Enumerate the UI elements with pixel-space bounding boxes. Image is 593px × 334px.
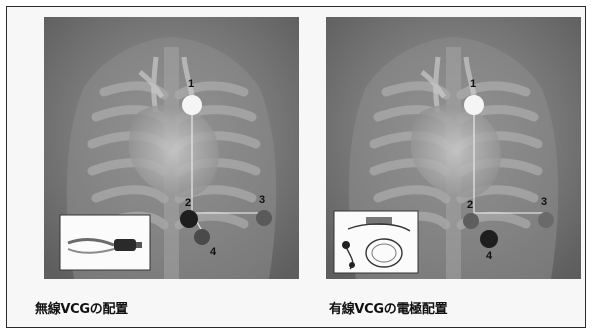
electrode-2 <box>180 210 198 228</box>
chest-xray-figure-right: 1 2 3 4 <box>326 17 581 279</box>
caption-wired-vcg: 有線VCGの電極配置 <box>329 298 447 317</box>
electrode-3 <box>538 212 554 228</box>
electrode-4 <box>480 230 498 248</box>
electrode-label-3: 3 <box>541 196 547 208</box>
electrode-label-2: 2 <box>467 199 473 211</box>
wired-vcg-device-image <box>334 211 418 273</box>
electrode-4 <box>194 229 210 245</box>
chest-xray-figure-left: 1 2 3 4 <box>44 17 299 279</box>
caption-wireless-vcg: 無線VCGの配置 <box>35 298 128 317</box>
wireless-vcg-illustration: 1 2 3 4 <box>44 17 299 279</box>
wired-vcg-illustration: 1 2 3 4 <box>326 17 581 279</box>
electrode-label-3: 3 <box>259 194 265 206</box>
electrode-1 <box>464 95 484 115</box>
wireless-vcg-device-image <box>60 215 150 270</box>
electrode-label-4: 4 <box>486 250 493 262</box>
electrode-label-2: 2 <box>185 197 191 209</box>
document-page: 1 2 3 4 <box>6 6 586 328</box>
electrode-1 <box>182 95 202 115</box>
electrode-label-1: 1 <box>470 78 476 90</box>
electrode-label-4: 4 <box>210 246 217 258</box>
electrode-label-1: 1 <box>188 78 194 90</box>
electrode-3 <box>256 210 272 226</box>
electrode-2 <box>463 213 479 229</box>
